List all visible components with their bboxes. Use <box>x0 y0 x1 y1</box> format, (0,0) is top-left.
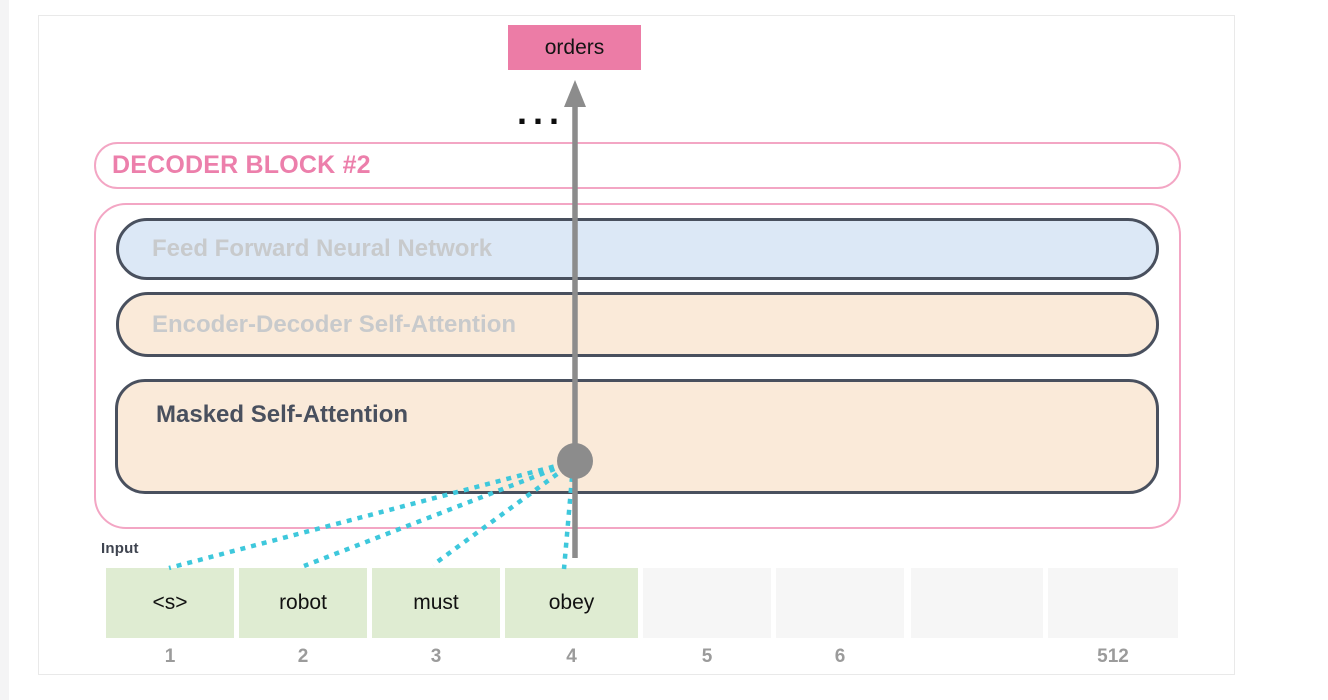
token-cell <box>911 568 1043 638</box>
token-slot-8: 512 <box>1048 568 1178 668</box>
decoder-block-label-pill: DECODER BLOCK #2 <box>94 142 1181 189</box>
layer-masked-self-attention: Masked Self-Attention <box>115 379 1159 494</box>
position-number: 3 <box>430 646 442 667</box>
layer-masked-self-attention-label: Masked Self-Attention <box>156 401 409 428</box>
token-slot-2: robot 2 <box>239 568 367 668</box>
layer-feed-forward: Feed Forward Neural Network <box>116 218 1159 280</box>
decoder-block-label: DECODER BLOCK #2 <box>112 151 371 179</box>
layer-encoder-decoder-attention-label: Encoder-Decoder Self-Attention <box>152 310 517 338</box>
token-slot-7 <box>911 568 1043 668</box>
token-cell <box>776 568 904 638</box>
output-token-label: orders <box>544 35 605 59</box>
token-slot-6: 6 <box>776 568 904 668</box>
position-number: 2 <box>297 646 309 667</box>
position-number <box>911 646 1043 668</box>
token-cell: <s> <box>106 568 234 638</box>
token-cell <box>1048 568 1178 638</box>
output-token-box: orders <box>508 25 641 70</box>
layer-encoder-decoder-attention: Encoder-Decoder Self-Attention <box>116 292 1159 357</box>
token-slot-5: 5 <box>643 568 771 668</box>
input-label: Input <box>101 540 139 557</box>
position-number: 5 <box>701 646 713 667</box>
position-number: 6 <box>834 646 846 667</box>
diagram-canvas: DECODER BLOCK #2 Feed Forward Neural Net… <box>38 15 1235 675</box>
page-left-gutter <box>0 0 9 700</box>
token-cell <box>643 568 771 638</box>
position-number: 4 <box>566 646 577 667</box>
token-slot-4: obey 4 <box>505 568 638 668</box>
token-cell: robot <box>239 568 367 638</box>
token-cell: must <box>372 568 500 638</box>
ellipsis-dots: ... <box>516 91 565 132</box>
position-number: 512 <box>1097 646 1129 667</box>
layer-feed-forward-label: Feed Forward Neural Network <box>152 235 493 262</box>
token-slot-3: must 3 <box>372 568 500 668</box>
token-cell: obey <box>505 568 638 638</box>
position-number: 1 <box>164 646 176 667</box>
token-slot-1: <s> 1 <box>106 568 234 668</box>
